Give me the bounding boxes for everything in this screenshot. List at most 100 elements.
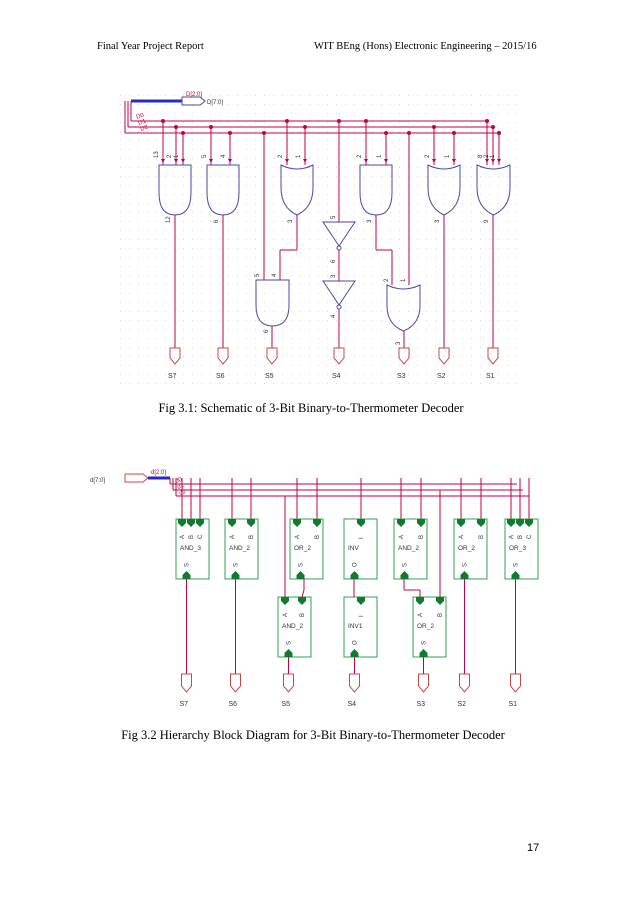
grid-dot — [228, 194, 229, 195]
grid-dot — [363, 338, 364, 339]
grid-dot — [264, 95, 265, 96]
grid-dot — [120, 293, 121, 294]
grid-dot — [183, 221, 184, 222]
grid-dot — [264, 383, 265, 384]
grid-dot — [120, 212, 121, 213]
grid-dot — [165, 104, 166, 105]
figure2-bus-port — [124, 473, 149, 483]
grid-dot — [174, 122, 175, 123]
grid-dot — [201, 284, 202, 285]
grid-dot — [354, 185, 355, 186]
grid-dot — [237, 221, 238, 222]
grid-dot — [228, 302, 229, 303]
grid-dot — [507, 347, 508, 348]
grid-dot — [507, 221, 508, 222]
grid-dot — [183, 320, 184, 321]
grid-dot — [237, 347, 238, 348]
grid-dot — [210, 122, 211, 123]
grid-dot — [282, 203, 283, 204]
grid-dot — [336, 185, 337, 186]
grid-dot — [471, 320, 472, 321]
figure1-pin-arrow — [228, 159, 232, 163]
grid-dot — [192, 284, 193, 285]
grid-dot — [273, 320, 274, 321]
figure1-gate-or — [280, 164, 314, 216]
grid-dot — [201, 356, 202, 357]
grid-dot — [273, 275, 274, 276]
grid-dot — [219, 293, 220, 294]
grid-dot — [480, 293, 481, 294]
grid-dot — [453, 338, 454, 339]
grid-dot — [399, 149, 400, 150]
grid-dot — [138, 248, 139, 249]
grid-dot — [255, 320, 256, 321]
grid-dot — [228, 113, 229, 114]
figure1-output-label-s3: S3 — [397, 373, 406, 380]
grid-dot — [363, 347, 364, 348]
grid-dot — [255, 122, 256, 123]
grid-dot — [381, 176, 382, 177]
figure1-output-port — [266, 347, 278, 365]
grid-dot — [408, 95, 409, 96]
grid-dot — [399, 257, 400, 258]
figure2-block-4-input-label: A — [399, 535, 405, 539]
grid-dot — [390, 185, 391, 186]
grid-dot — [120, 230, 121, 231]
figure1-pin-number: 6 — [214, 219, 220, 223]
grid-dot — [255, 329, 256, 330]
grid-dot — [435, 257, 436, 258]
grid-dot — [435, 176, 436, 177]
grid-dot — [507, 131, 508, 132]
grid-dot — [390, 158, 391, 159]
grid-dot — [408, 122, 409, 123]
figure1-pin-number: 5 — [202, 154, 208, 158]
grid-dot — [147, 212, 148, 213]
grid-dot — [408, 383, 409, 384]
grid-dot — [282, 275, 283, 276]
figure2-block-0-input-label: A — [180, 535, 186, 539]
grid-dot — [471, 365, 472, 366]
grid-dot — [147, 185, 148, 186]
grid-dot — [381, 356, 382, 357]
grid-dot — [417, 194, 418, 195]
figure1-junction — [432, 125, 436, 129]
grid-dot — [237, 311, 238, 312]
grid-dot — [399, 221, 400, 222]
grid-dot — [327, 302, 328, 303]
figure2-block-2-input-pin — [313, 519, 321, 527]
grid-dot — [399, 140, 400, 141]
grid-dot — [228, 221, 229, 222]
grid-dot — [426, 104, 427, 105]
figure2-block-6-input-label: A — [509, 535, 515, 539]
grid-dot — [255, 383, 256, 384]
grid-dot — [516, 176, 517, 177]
grid-dot — [462, 374, 463, 375]
grid-dot — [264, 284, 265, 285]
grid-dot — [516, 374, 517, 375]
figure1-output-label-s4: S4 — [332, 373, 341, 380]
grid-dot — [120, 266, 121, 267]
grid-dot — [363, 257, 364, 258]
grid-dot — [309, 383, 310, 384]
figure1-junction — [228, 131, 232, 135]
grid-dot — [156, 329, 157, 330]
grid-dot — [282, 167, 283, 168]
grid-dot — [435, 212, 436, 213]
figure2-block-2-title: OR_2 — [294, 545, 311, 552]
grid-dot — [174, 149, 175, 150]
grid-dot — [453, 275, 454, 276]
grid-dot — [390, 230, 391, 231]
grid-dot — [156, 374, 157, 375]
grid-dot — [372, 257, 373, 258]
grid-dot — [345, 257, 346, 258]
figure1-junction — [407, 131, 411, 135]
grid-dot — [336, 302, 337, 303]
grid-dot — [462, 365, 463, 366]
grid-dot — [363, 212, 364, 213]
grid-dot — [363, 239, 364, 240]
grid-dot — [462, 347, 463, 348]
grid-dot — [156, 194, 157, 195]
grid-dot — [399, 338, 400, 339]
grid-dot — [309, 302, 310, 303]
grid-dot — [327, 320, 328, 321]
